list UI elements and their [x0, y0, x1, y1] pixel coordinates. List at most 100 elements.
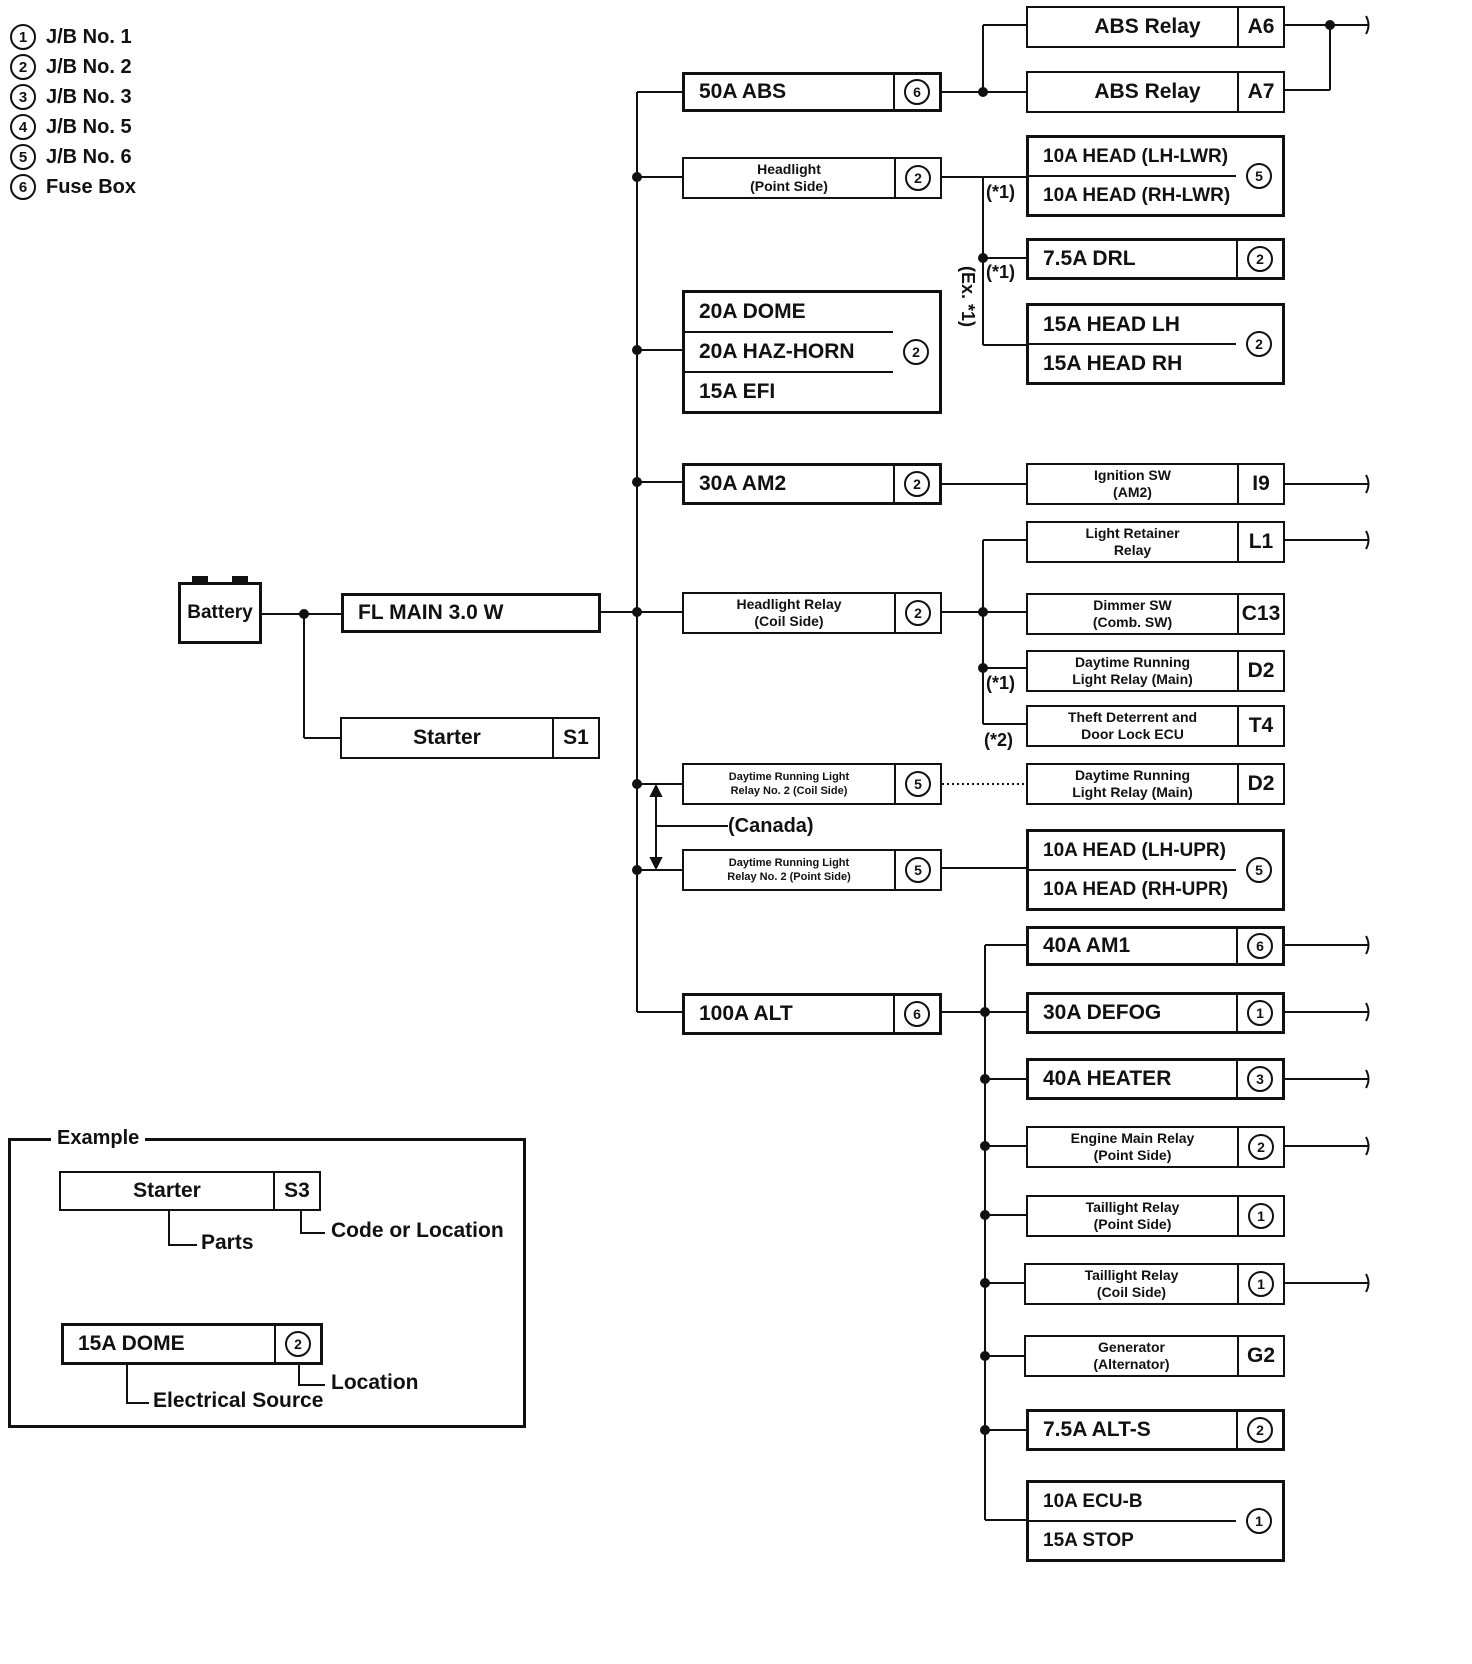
location-circle-icon: 2 [903, 339, 929, 365]
location-caption: Location [331, 1371, 419, 1394]
line1: Dimmer SW [1093, 597, 1172, 613]
location-circle-icon: 3 [1247, 1066, 1273, 1092]
light-retainer-code: L1 [1237, 523, 1283, 561]
ecu-b-row: 10A ECU-B [1043, 1490, 1143, 1512]
taillight-point-box: Taillight Relay(Point Side) 1 [1026, 1195, 1285, 1237]
example-source-label: 15A DOME [78, 1332, 185, 1355]
dimmer-label: Dimmer SW(Comb. SW) [1028, 595, 1237, 633]
location-circle-icon: 5 [905, 771, 931, 797]
line2: Relay No. 2 (Point Side) [727, 871, 851, 883]
line2: Light Relay (Main) [1072, 671, 1193, 687]
head-lh-row: 15A HEAD LH [1043, 312, 1180, 336]
dome-fuse-row: 20A DOME [699, 300, 806, 323]
ignition-box: Ignition SW(AM2) I9 [1026, 463, 1285, 505]
dimmer-code: C13 [1237, 595, 1283, 633]
taillight-coil-box: Taillight Relay(Coil Side) 1 [1024, 1263, 1285, 1305]
legend-label: Fuse Box [46, 175, 137, 198]
location-circle-icon: 6 [904, 79, 930, 105]
circled-number-icon: 6 [10, 174, 36, 200]
line2: Door Lock ECU [1081, 726, 1184, 742]
code-location-caption: Code or Location [331, 1219, 504, 1242]
legend-label: J/B No. 5 [46, 115, 132, 138]
location-circle-icon: 5 [1246, 163, 1272, 189]
example-part-label: Starter [133, 1179, 201, 1202]
head-lwr-fuse-group: 10A HEAD (LH-LWR) 10A HEAD (RH-LWR) 5 [1026, 135, 1285, 217]
alt-s-fuse: 7.5A ALT-S 2 [1026, 1409, 1285, 1451]
engine-main-label: Engine Main Relay(Point Side) [1028, 1128, 1237, 1166]
line2: (Coil Side) [754, 613, 824, 629]
starter-code: S1 [552, 719, 598, 757]
generator-label: Generator(Alternator) [1026, 1337, 1237, 1375]
alt100-label: 100A ALT [699, 1002, 793, 1025]
line2: (Point Side) [1093, 1147, 1172, 1163]
abs50-label: 50A ABS [699, 80, 787, 103]
line1: Light Retainer [1085, 525, 1180, 541]
legend-label: J/B No. 6 [46, 145, 132, 168]
legend-label: J/B No. 3 [46, 85, 132, 108]
line1: Taillight Relay [1084, 1267, 1179, 1283]
parts-caption: Parts [201, 1231, 254, 1254]
legend-label: J/B No. 2 [46, 55, 132, 78]
line2: Relay [1113, 542, 1152, 558]
taillight-point-label: Taillight Relay(Point Side) [1028, 1197, 1237, 1235]
taillight-coil-label: Taillight Relay(Coil Side) [1026, 1265, 1237, 1303]
line1: Daytime Running Light [728, 771, 850, 783]
electrical-source-caption: Electrical Source [153, 1389, 324, 1412]
theft-ecu-code: T4 [1237, 707, 1283, 745]
star1-note: (*1) [986, 262, 1016, 282]
am1-label: 40A AM1 [1043, 934, 1131, 957]
head-rh-row: 15A HEAD RH [1029, 343, 1236, 382]
drl-label: 7.5A DRL [1043, 247, 1136, 270]
drl-main-code: D2 [1237, 652, 1283, 690]
fl-main-label: FL MAIN 3.0 W [358, 601, 504, 624]
line2: Light Relay (Main) [1072, 784, 1193, 800]
ignition-label: Ignition SW(AM2) [1028, 465, 1237, 503]
location-circle-icon: 1 [1248, 1271, 1274, 1297]
location-circle-icon: 2 [1247, 1417, 1273, 1443]
line2: (Alternator) [1093, 1356, 1170, 1372]
location-circle-icon: 2 [1247, 246, 1273, 272]
starter-label: Starter [413, 726, 481, 749]
fl-main-fuse: FL MAIN 3.0 W [341, 593, 601, 633]
line1: Daytime Running [1074, 767, 1191, 783]
engine-main-relay-box: Engine Main Relay(Point Side) 2 [1026, 1126, 1285, 1168]
am2-label: 30A AM2 [699, 472, 787, 495]
example-part-box: Starter S3 [59, 1171, 321, 1211]
line1: Ignition SW [1094, 467, 1171, 483]
am2-fuse: 30A AM2 2 [682, 463, 942, 505]
star2-note: (*2) [984, 730, 1014, 750]
line1: Generator [1098, 1339, 1165, 1355]
line2: (Coil Side) [1096, 1284, 1167, 1300]
location-circle-icon: 1 [1248, 1203, 1274, 1229]
alt100-fuse: 100A ALT 6 [682, 993, 942, 1035]
ecu-stop-fuse-group: 10A ECU-B 15A STOP 1 [1026, 1480, 1285, 1562]
location-circle-icon: 2 [904, 471, 930, 497]
location-circle-icon: 5 [1246, 857, 1272, 883]
stop-row: 15A STOP [1029, 1520, 1236, 1559]
line2: (Point Side) [1093, 1216, 1172, 1232]
headlight-relay-coil-label: Headlight Relay(Coil Side) [684, 594, 894, 632]
head-lh-lwr-row: 10A HEAD (LH-LWR) [1043, 145, 1229, 167]
location-circle-icon: 2 [905, 600, 931, 626]
headlight-point-label: Headlight(Point Side) [684, 159, 894, 197]
circled-number-icon: 5 [10, 144, 36, 170]
legend-label: J/B No. 1 [46, 25, 132, 48]
legend-item: 6 Fuse Box [10, 172, 136, 202]
line2: (Comb. SW) [1092, 614, 1173, 630]
location-circle-icon: 2 [1246, 331, 1272, 357]
circled-number-icon: 4 [10, 114, 36, 140]
example-source-box: 15A DOME 2 [61, 1323, 323, 1365]
